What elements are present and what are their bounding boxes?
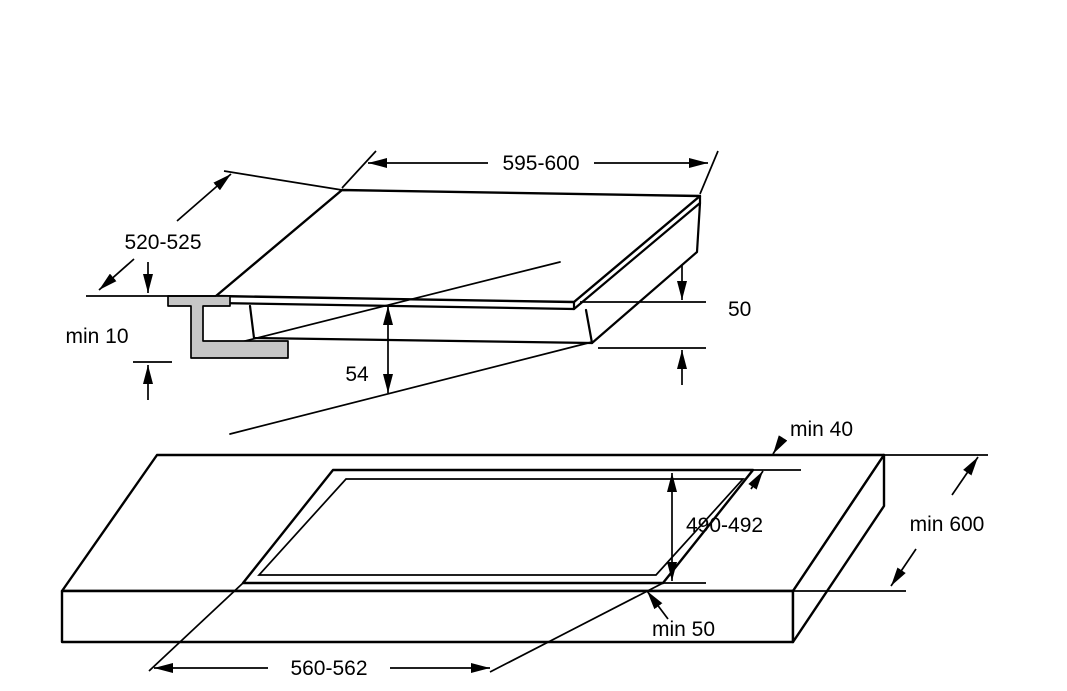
hob-bottom-plane-extension-line <box>229 341 593 435</box>
dim-bracket-clearance: min 10 <box>65 262 172 400</box>
extension-line <box>699 150 719 195</box>
worktop-right-face <box>791 453 886 644</box>
dim-hob-recess-label: 50 <box>728 298 751 321</box>
hob-view: 595-600 520-525 min 10 54 <box>65 150 751 435</box>
dim-cutout-depth-label: 490-492 <box>686 514 763 537</box>
dimension-arrow <box>890 548 917 587</box>
dimension-arrow <box>748 470 764 490</box>
dimension-arrow <box>176 173 232 222</box>
worktop-view: min 40 490-492 min 600 min 50 <box>60 418 988 680</box>
dim-hob-width-label: 595-600 <box>502 152 579 175</box>
extension-line <box>489 582 664 673</box>
extension-line <box>223 170 343 191</box>
dimension-arrow <box>772 435 788 455</box>
dim-cutout-width: 560-562 <box>154 657 490 680</box>
dimension-arrow <box>951 456 979 496</box>
extension-line <box>148 582 244 672</box>
mounting-bracket <box>167 295 289 359</box>
dimension-arrow <box>98 258 135 291</box>
dim-hob-depth-label: 520-525 <box>124 231 201 254</box>
dim-hob-width: 595-600 <box>341 150 719 195</box>
hob-top-plane-extension-line <box>204 261 561 352</box>
dim-hob-depth: 520-525 <box>86 170 343 297</box>
cutout-inner-edge <box>257 478 745 576</box>
dim-bracket-clearance-label: min 10 <box>65 325 128 348</box>
dimension-arrow <box>646 590 669 620</box>
dim-worktop-depth: min 600 <box>793 454 988 592</box>
extension-line <box>341 150 377 189</box>
dim-hob-recess: 50 <box>580 265 751 385</box>
hob-glass-top <box>214 188 702 304</box>
hob-body-front <box>248 304 594 345</box>
dim-hob-height-label: 54 <box>345 363 369 386</box>
dim-hob-height: 54 <box>345 306 393 393</box>
cutout-opening <box>241 468 755 585</box>
dim-cutout-front-clearance-label: min 50 <box>652 618 715 641</box>
hob-body-right <box>590 201 702 345</box>
dim-cutout-back-clearance: min 40 <box>748 418 853 490</box>
dim-cutout-front-clearance: min 50 <box>646 590 715 641</box>
dim-cutout-width-label: 560-562 <box>290 657 367 680</box>
dim-cutout-back-clearance-label: min 40 <box>790 418 853 441</box>
dim-worktop-depth-label: min 600 <box>910 513 985 536</box>
dim-cutout-depth: 490-492 <box>663 473 763 584</box>
